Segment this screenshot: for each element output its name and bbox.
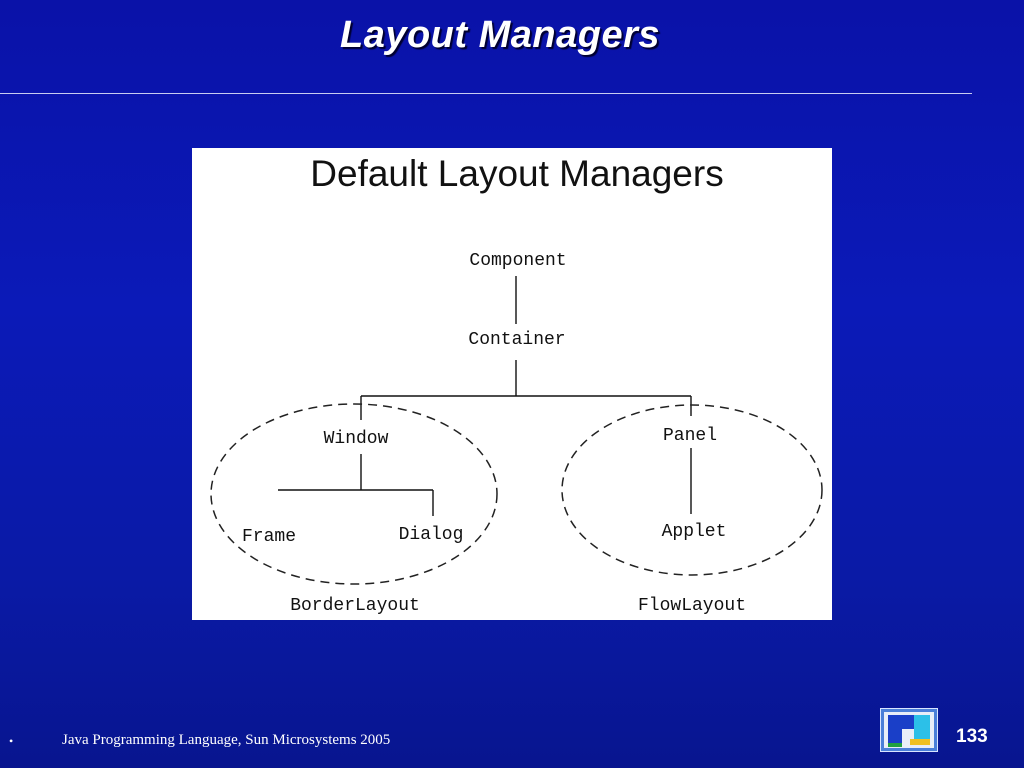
- group-label-border-layout: BorderLayout: [290, 596, 420, 616]
- slide-title: Layout Managers: [339, 14, 661, 56]
- node-container: Container: [468, 330, 565, 350]
- layout-manager-diagram: Default Layout Managers Component Contai…: [192, 148, 832, 620]
- group-label-flow-layout: FlowLayout: [638, 596, 746, 616]
- node-frame: Frame: [242, 527, 296, 547]
- flow-layout-group-outline: [561, 404, 823, 576]
- node-panel: Panel: [663, 426, 717, 446]
- node-window: Window: [324, 429, 389, 449]
- diagram-canvas: Default Layout Managers Component Contai…: [210, 153, 823, 616]
- node-dialog: Dialog: [399, 525, 464, 545]
- pj-logo-icon: [879, 707, 939, 753]
- node-component: Component: [469, 251, 566, 271]
- border-layout-group-outline: [210, 403, 498, 585]
- node-applet: Applet: [662, 522, 727, 542]
- page-number: 133: [956, 726, 988, 747]
- diagram-heading: Default Layout Managers: [310, 153, 723, 194]
- footer-bullet: •: [9, 734, 14, 748]
- footer-source: Java Programming Language, Sun Microsyst…: [62, 732, 391, 748]
- title-divider: [0, 93, 972, 94]
